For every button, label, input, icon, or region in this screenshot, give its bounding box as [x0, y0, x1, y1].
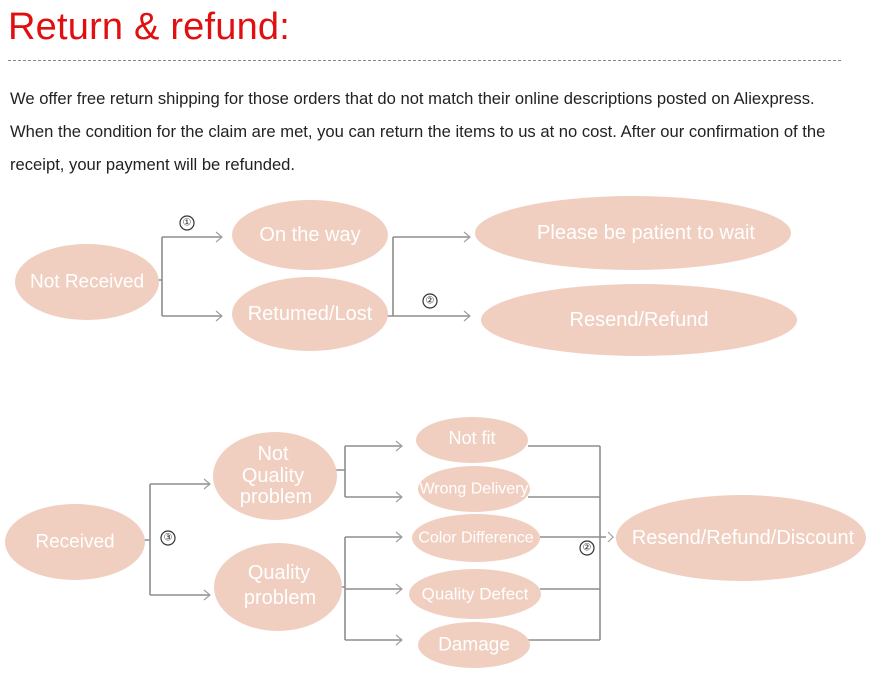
node-wrong-delivery-label: Wrong Delivery — [419, 481, 528, 498]
arrow-to-resend-refund — [463, 310, 471, 322]
node-wrong-delivery: Wrong Delivery — [418, 466, 530, 512]
arrow-to-color-difference — [395, 531, 403, 543]
step-marker-2-top-label: ② — [426, 296, 435, 307]
arrow-to-returned-lost — [215, 310, 223, 322]
node-color-difference-label: Color Difference — [418, 530, 533, 547]
arrow-to-wrong-delivery — [395, 491, 403, 503]
dashed-divider — [8, 60, 841, 61]
arrow-to-outcome — [607, 531, 614, 543]
node-quality-defect: Quality Defect — [409, 569, 541, 619]
node-resend-refund-discount-label: Resend/Refund/Discount — [632, 527, 855, 549]
node-not-received-label: Not Received — [30, 272, 144, 293]
step-marker-1: ① — [179, 215, 195, 231]
step-marker-2-top: ② — [422, 293, 438, 309]
node-not-fit: Not fit — [416, 417, 528, 463]
node-damage: Damage — [418, 622, 530, 668]
node-quality-line-1: Quality — [248, 562, 310, 584]
node-patient: Please be patient to wait — [475, 196, 791, 270]
node-returned-lost: Retumed/Lost — [232, 277, 388, 351]
arrow-to-damage — [395, 634, 403, 646]
connector-returned-to-outcomes — [385, 236, 470, 317]
connector-not-quality-to-reasons — [336, 445, 402, 498]
node-not-quality-line-1: Not — [257, 443, 289, 465]
page-title: Return & refund: — [8, 6, 291, 48]
node-not-quality-line-3: problem — [240, 486, 312, 508]
node-damage-label: Damage — [438, 635, 510, 656]
node-received-label: Received — [35, 532, 114, 553]
node-not-fit-label: Not fit — [448, 428, 495, 448]
step-marker-2-bottom: ② — [579, 540, 595, 556]
node-resend-refund: Resend/Refund — [481, 284, 797, 356]
arrow-to-patient — [463, 231, 471, 243]
node-on-the-way-label: On the way — [259, 224, 360, 246]
step-marker-3-label: ③ — [164, 533, 173, 544]
node-quality-line-2: problem — [244, 587, 316, 609]
node-not-received: Not Received — [15, 244, 159, 320]
node-resend-refund-label: Resend/Refund — [570, 309, 709, 331]
step-marker-2-bottom-label: ② — [583, 543, 592, 554]
node-not-quality-problem: Not Quality problem — [213, 432, 337, 520]
node-resend-refund-discount: Resend/Refund/Discount — [616, 495, 866, 581]
connector-reasons-to-outcome — [528, 445, 606, 641]
arrow-to-on-the-way — [215, 231, 223, 243]
connector-root-to-branches — [150, 236, 222, 317]
arrow-to-not-quality — [203, 478, 211, 490]
received-connectors — [140, 440, 614, 646]
arrow-to-not-fit — [395, 440, 403, 452]
node-on-the-way: On the way — [232, 200, 388, 270]
node-color-difference: Color Difference — [412, 514, 540, 562]
node-not-quality-line-2: Quality — [242, 465, 304, 487]
connector-quality-to-reasons — [341, 536, 402, 641]
node-quality-problem: Quality problem — [214, 543, 342, 631]
step-marker-1-label: ① — [183, 218, 192, 229]
connector-received-to-branches — [140, 483, 210, 596]
node-quality-defect-label: Quality Defect — [422, 585, 529, 604]
node-returned-lost-label: Retumed/Lost — [248, 303, 373, 325]
step-marker-3: ③ — [160, 530, 176, 546]
return-policy-description: We offer free return shipping for those … — [10, 89, 826, 174]
node-patient-label: Please be patient to wait — [537, 222, 755, 244]
arrow-to-quality-defect — [395, 583, 403, 595]
arrow-to-quality — [203, 589, 211, 601]
node-received: Received — [5, 504, 145, 580]
